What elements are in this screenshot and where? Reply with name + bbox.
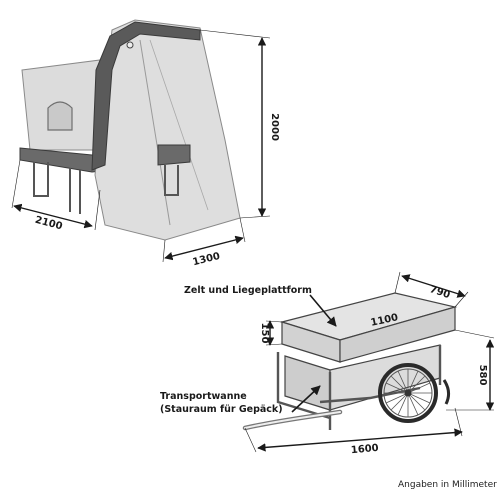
tent-frame-band [91,21,201,171]
trailer-length-label: 1600 [350,443,379,456]
tent-width-label: 1300 [192,251,222,268]
platform-thickness-label: 150 [259,323,270,344]
trailer-width-label: 790 [428,284,451,301]
tent-side-platform [157,144,191,166]
tent-window [47,101,73,131]
tent-illustration [19,19,241,241]
callout-arrows [291,294,337,413]
trailer-height-label: 580 [477,365,488,386]
tent-height-label: 2000 [269,113,280,141]
trailer-dimensions [244,271,495,453]
storage-label-line1: Transportwanne [160,391,247,402]
units-footnote: Angaben in Millimeter [398,480,497,490]
tent-platform-label: Zelt und Liegeplattform [184,285,312,296]
tent-dimensions [11,29,271,263]
storage-label-line2: (Stauraum für Gepäck) [160,404,283,415]
trailer-wheel [378,363,438,423]
trailer-illustration [242,292,458,431]
